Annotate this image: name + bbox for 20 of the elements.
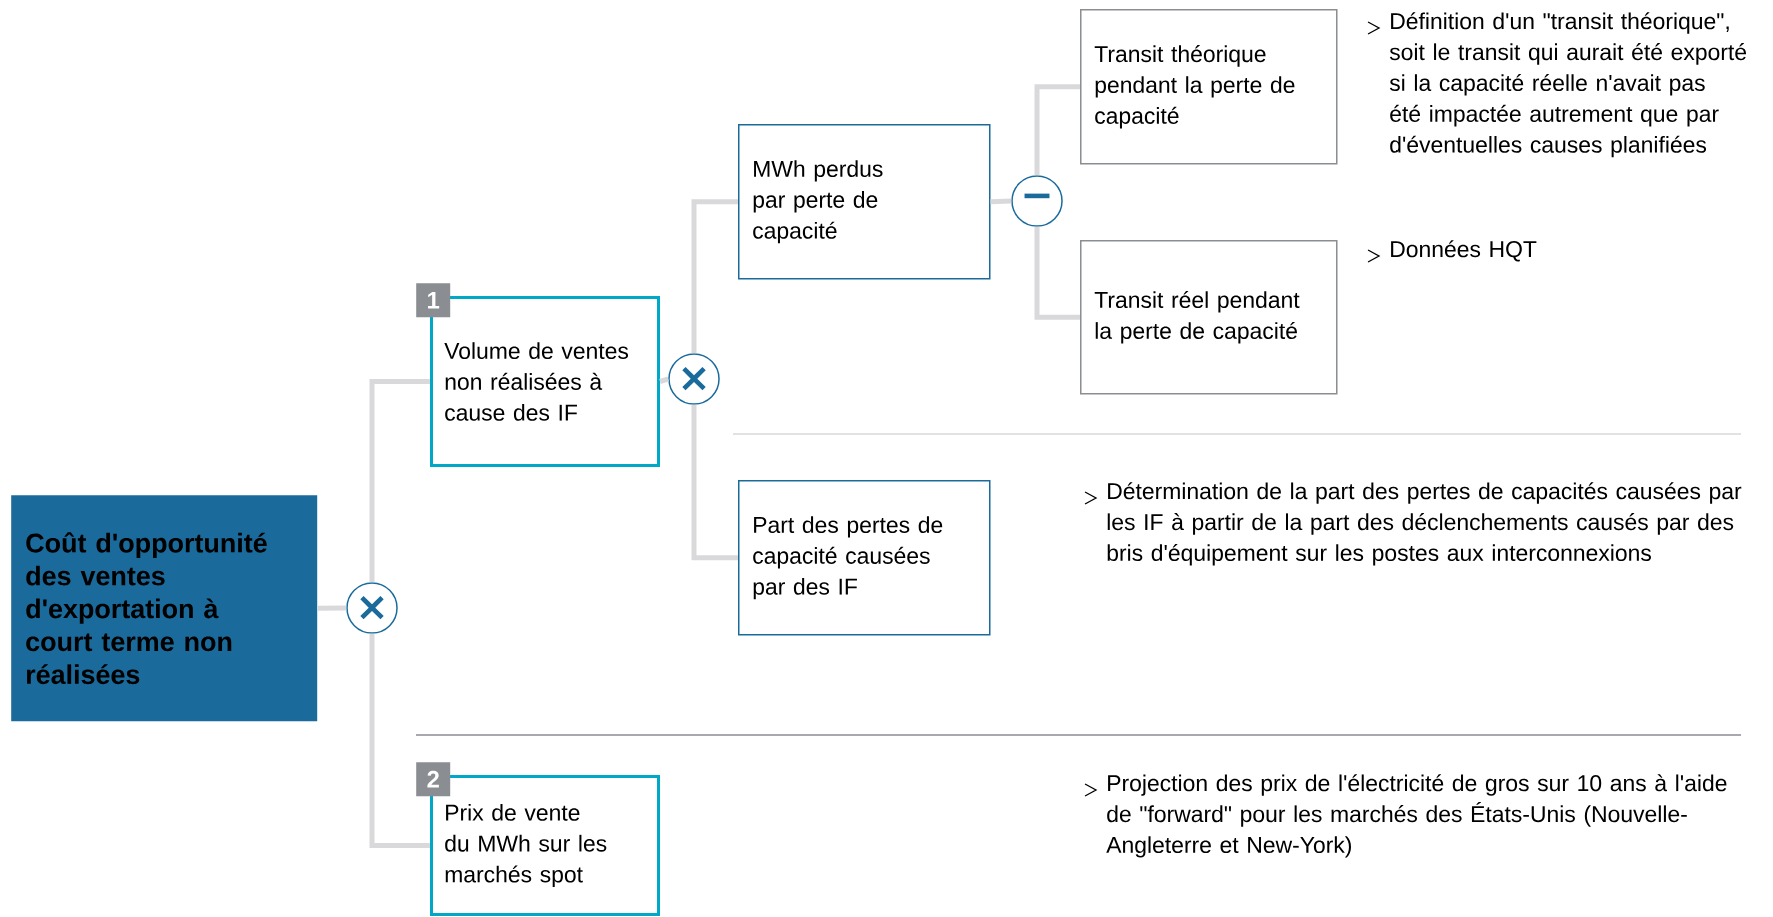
number-badge: 1 [416, 283, 451, 318]
connector-line [691, 199, 738, 354]
note-text: Données HQT [1391, 240, 1537, 262]
factor-box: Transit réel pendant la perte de capacité [1080, 240, 1338, 395]
connector-line [659, 376, 669, 384]
connector-line [691, 404, 738, 561]
connector-line [1034, 226, 1080, 320]
connector-line [369, 379, 430, 583]
note-text: Définition d'un "transit théorique", soit le transit qui aurait été exporté si la capacité réelle n'avait pas été impactée autrement que par d'éventuelles causes planifiées [1389, 12, 1747, 158]
number-badge: 2 [416, 762, 451, 797]
note-text: Détermination de la part des pertes de capacités causées par les IF à partir de la part des déclenchements causés par des bris d'équipement sur les postes aux interconnexions [1107, 482, 1742, 566]
connector-line [369, 633, 430, 848]
factor-box: Part des pertes de capacité causées par des IF [738, 480, 991, 636]
note-text: Projection des prix de l'électricité de gros sur 10 ans à l'aide de "forward" pour les marchés des États-Unis (Nouvelle-Angleterre et New-York) [1106, 774, 1727, 858]
title-box: Coût d'opportunité des ventes d'exportation à court terme non réalisées [11, 495, 318, 722]
connector-line [317, 605, 347, 611]
connector-line [990, 198, 1012, 205]
factor-box: Transit théorique pendant la perte de capacité [1080, 9, 1338, 165]
connector-line [1034, 84, 1080, 176]
factor-box: MWh perdus par perte de capacité [738, 124, 991, 280]
